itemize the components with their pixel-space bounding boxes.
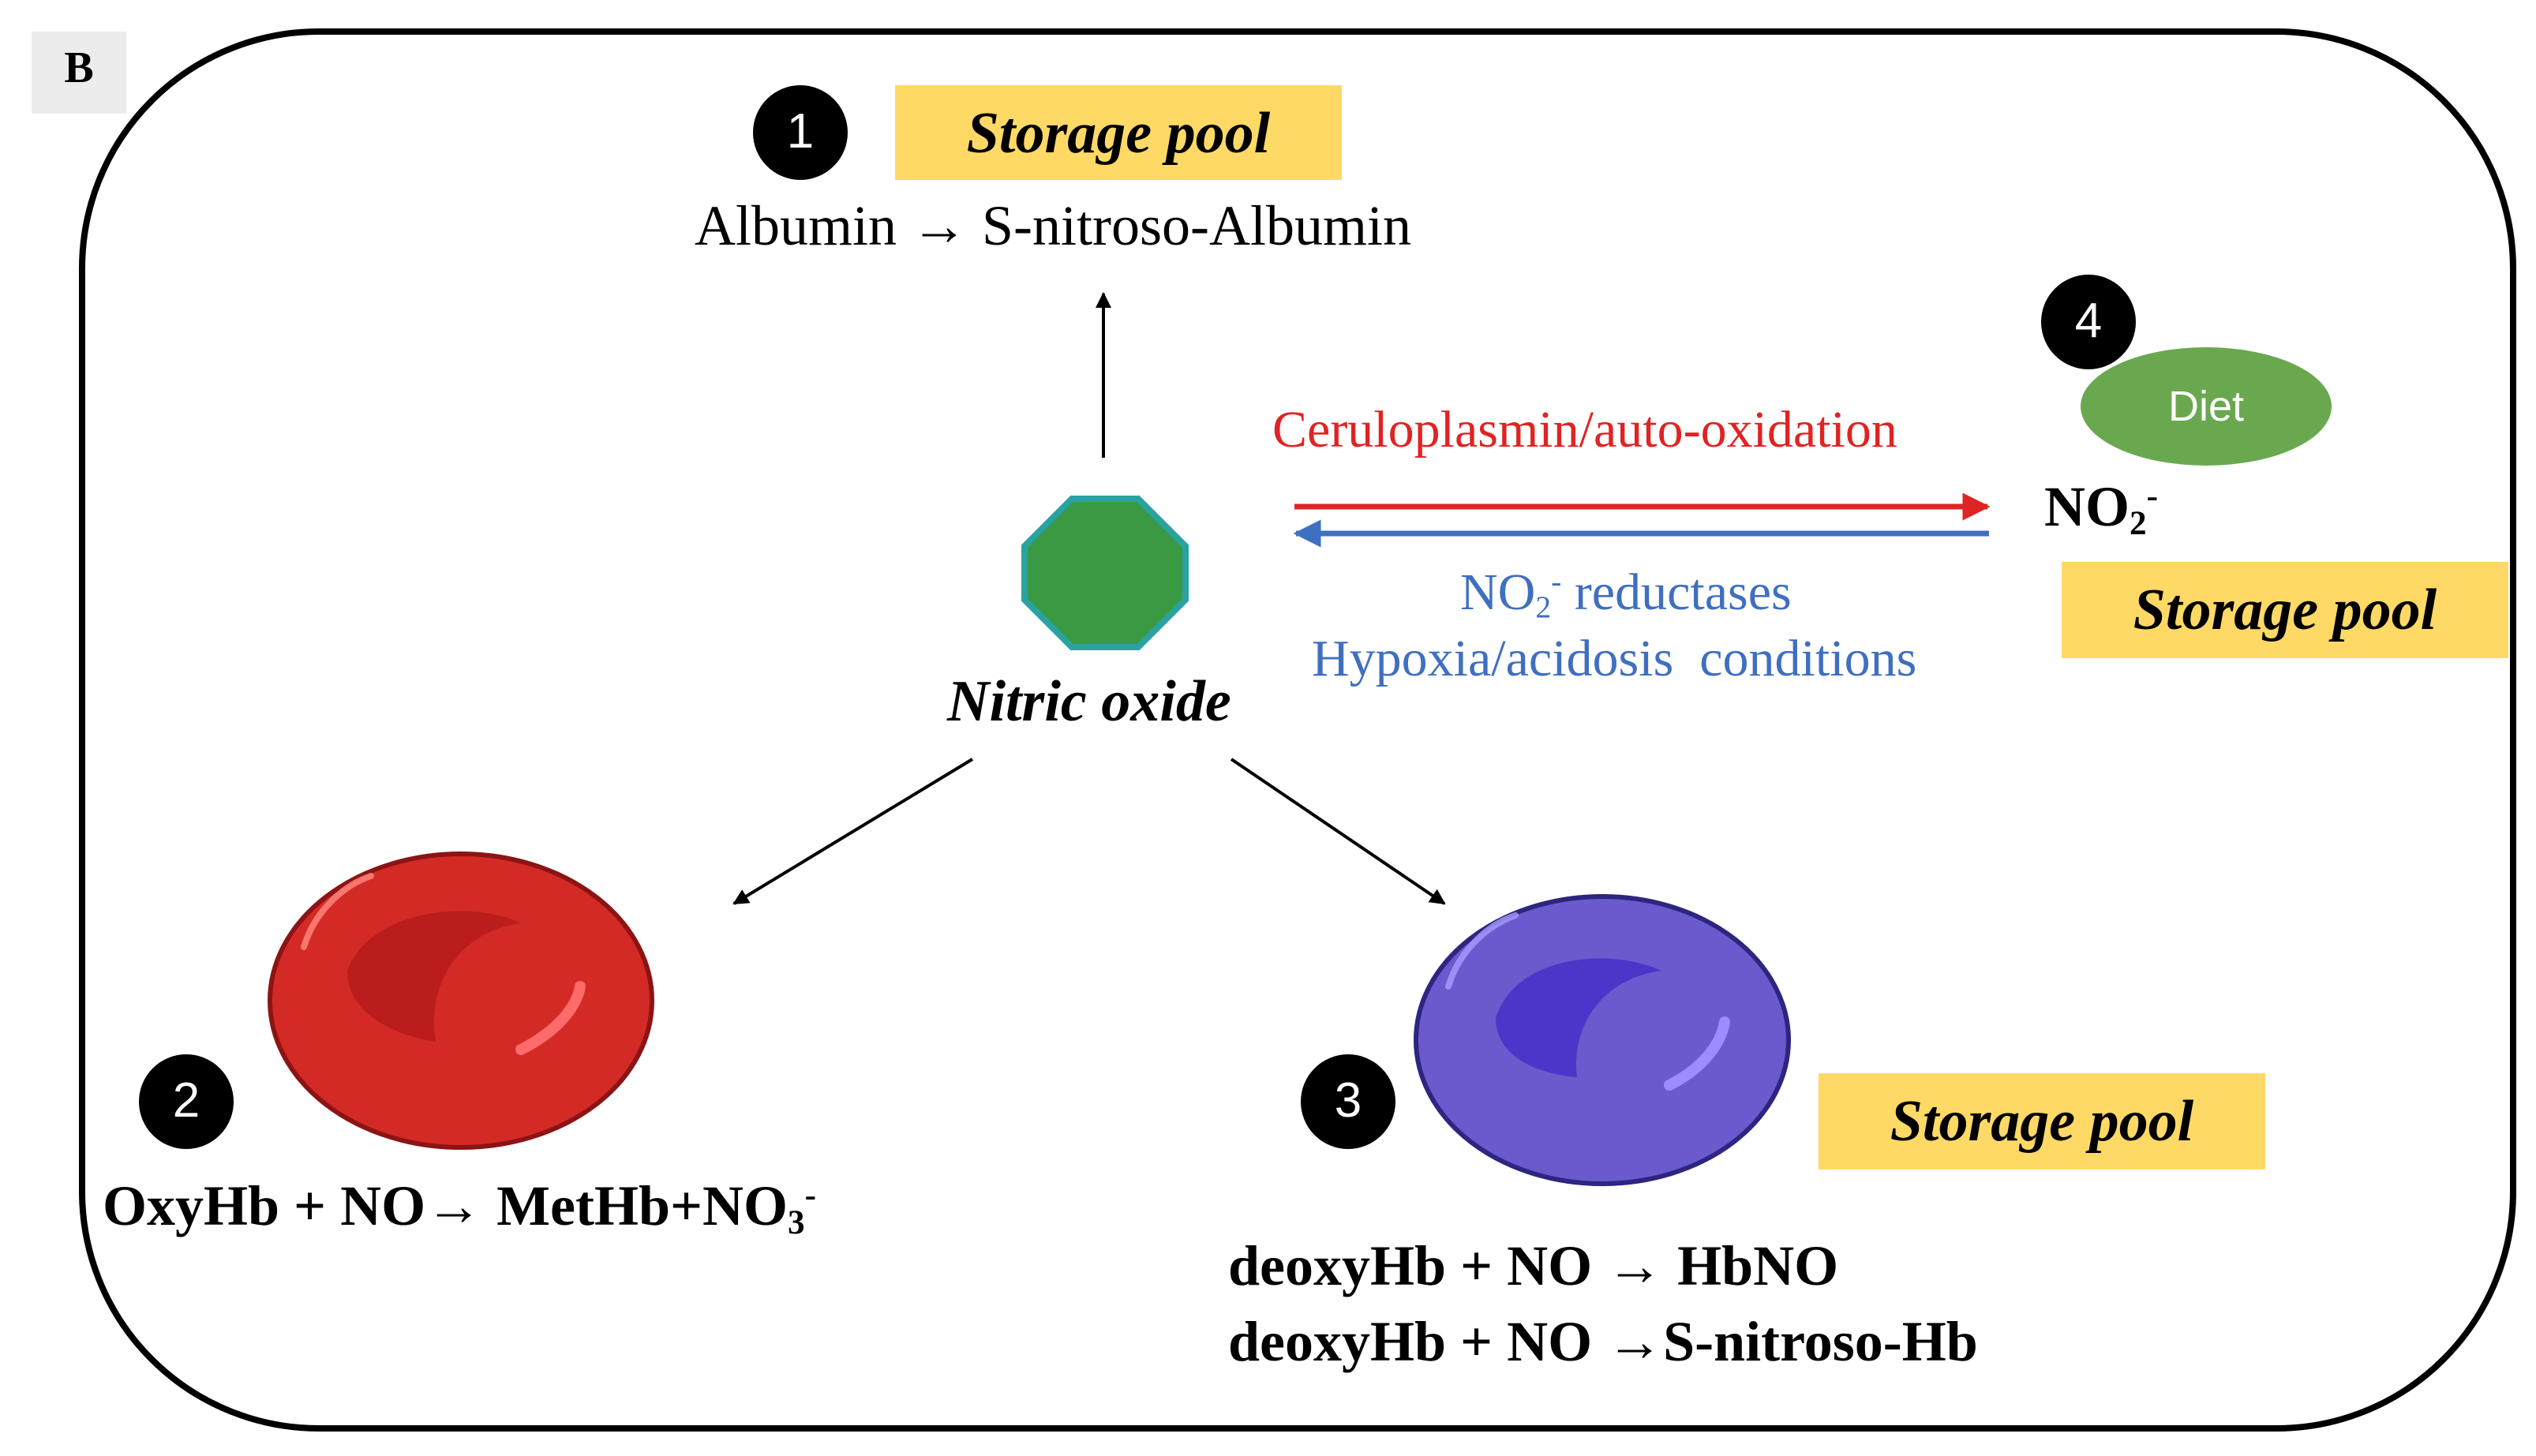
arrow-to-deoxyhb bbox=[1230, 758, 1446, 905]
step-3-badge: 3 bbox=[1301, 1054, 1395, 1149]
storage-pool-text-1: Storage pool bbox=[966, 101, 1271, 166]
step-4-number: 4 bbox=[2074, 294, 2103, 348]
oxyhb-products: MetHb+NO bbox=[496, 1174, 789, 1237]
step-2-badge: 2 bbox=[139, 1054, 234, 1149]
step-4-badge: 4 bbox=[2041, 275, 2136, 369]
nitrate-sup: - bbox=[804, 1177, 817, 1215]
panel-letter: B bbox=[32, 32, 126, 114]
albumin-product: S-nitroso-Albumin bbox=[982, 194, 1412, 257]
oxyhb-reaction: OxyHb + NO→ MetHb+NO3- bbox=[103, 1177, 816, 1240]
step-1-badge: 1 bbox=[753, 85, 848, 180]
deoxyhb-reactants-2: deoxyHb + NO bbox=[1228, 1310, 1593, 1373]
step-1-number: 1 bbox=[786, 104, 815, 159]
nitric-oxide-icon bbox=[1021, 496, 1189, 650]
storage-pool-label-1: Storage pool bbox=[895, 85, 1342, 180]
albumin-reactant: Albumin bbox=[695, 194, 897, 257]
storage-pool-text-4: Storage pool bbox=[2133, 578, 2437, 642]
oxyhb-reactants: OxyHb + NO bbox=[103, 1174, 426, 1237]
forward-reaction-label: Ceruloplasmin/auto-oxidation bbox=[1272, 401, 1897, 459]
nitrite-label: NO2- bbox=[2044, 478, 2158, 541]
deoxyhb-blood-cell-icon bbox=[1414, 894, 1791, 1186]
albumin-reaction: Albumin → S-nitroso-Albumin bbox=[695, 197, 1411, 254]
nitrite-sub: 2 bbox=[2130, 504, 2147, 542]
reductase-sup: - bbox=[1551, 564, 1562, 600]
step-3-number: 3 bbox=[1334, 1073, 1362, 1128]
panel-letter-text: B bbox=[64, 43, 94, 92]
nitrite-base: NO bbox=[2044, 475, 2130, 538]
nitric-oxide-label: Nitric oxide bbox=[947, 669, 1231, 734]
reaction-arrow-icon: → bbox=[1606, 1234, 1664, 1297]
oxyhb-red-blood-cell-icon bbox=[268, 852, 654, 1150]
reductase-sub: 2 bbox=[1535, 589, 1552, 624]
deoxyhb-reactants-1: deoxyHb + NO bbox=[1228, 1234, 1593, 1297]
arrow-to-oxyhb bbox=[732, 758, 974, 905]
storage-pool-text-3: Storage pool bbox=[1890, 1089, 2194, 1154]
conditions-label: Hypoxia/acidosis conditions bbox=[1312, 630, 1917, 687]
reductase-base: NO bbox=[1460, 563, 1536, 621]
reaction-arrow-icon: → bbox=[1606, 1310, 1664, 1373]
reaction-arrow-icon: → bbox=[911, 194, 968, 257]
outer-frame bbox=[79, 28, 2516, 1432]
nitrate-sub: 3 bbox=[788, 1203, 805, 1241]
deoxyhb-reaction-2: deoxyHb + NO →S-nitroso-Hb bbox=[1228, 1313, 1978, 1370]
deoxyhb-reaction-1: deoxyHb + NO → HbNO bbox=[1228, 1237, 1838, 1294]
nitrite-sup: - bbox=[2146, 477, 2158, 515]
storage-pool-label-3: Storage pool bbox=[1819, 1073, 2265, 1170]
storage-pool-label-4: Storage pool bbox=[2062, 562, 2508, 658]
reaction-arrow-icon: → bbox=[425, 1174, 483, 1237]
deoxyhb-products-1: HbNO bbox=[1677, 1234, 1839, 1297]
diet-label: Diet bbox=[2167, 383, 2245, 430]
diet-source: Diet bbox=[2081, 347, 2332, 466]
reductase-label: NO2- reductases bbox=[1460, 564, 1792, 624]
step-2-number: 2 bbox=[172, 1073, 200, 1128]
deoxyhb-products-2: S-nitroso-Hb bbox=[1663, 1310, 1978, 1373]
reductase-rest: reductases bbox=[1561, 563, 1792, 621]
